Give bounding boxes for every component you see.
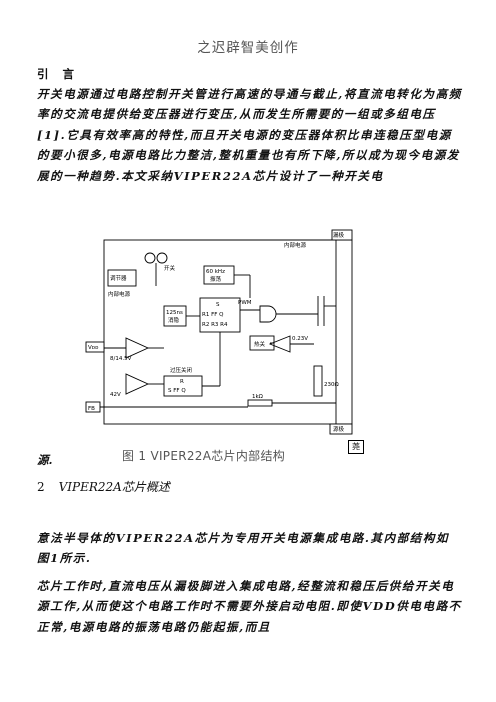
- vdd-pin: [85, 341, 105, 353]
- label-blanking1: 125ns: [166, 310, 183, 316]
- current-source-1: [144, 252, 156, 264]
- resistor-230: [313, 365, 323, 397]
- drain-pin: [331, 229, 353, 241]
- section-number: 2: [37, 480, 45, 494]
- intro-paragraph: 开关电源通过电路控制开关管进行高速的导通与截止,将直流电转化为高频率的交流电提供…: [37, 87, 462, 183]
- figure-caption: 图 1 VIPER22A芯片内部结构: [122, 449, 286, 463]
- label-ff-s: S: [216, 302, 220, 308]
- label-vdd: Vᴅᴅ: [88, 345, 99, 351]
- document-title: 之迟辟智美创作: [197, 40, 299, 56]
- paragraph-continuation: 源.: [37, 453, 53, 467]
- label-fb: FB: [88, 406, 95, 412]
- body-paragraph-2: 芯片工作时,直流电压从漏极脚进入集成电路,经整流和稳压后供给开关电源工作,从而使…: [37, 579, 462, 634]
- label-v2: 42V: [110, 392, 121, 398]
- label-v3: 0.23V: [292, 336, 308, 342]
- section-title: VIPER22A芯片概述: [58, 480, 170, 494]
- label-thermal: 热关: [254, 340, 266, 348]
- resistor-1k: [247, 399, 273, 407]
- label-v1: 8/14.5V: [110, 356, 132, 362]
- label-ff-row2: R2 R3 R4: [202, 322, 228, 328]
- label-drain: 漏极: [333, 231, 345, 239]
- label-regulator: 调节器: [110, 274, 127, 282]
- label-ff2-r: R: [180, 379, 184, 385]
- source-pin: [329, 423, 353, 435]
- block-diagram: 漏极 内部电源 开关 60 kHz 振荡 调节器 内部电源 PWM 125ns …: [85, 229, 353, 435]
- label-ff-row: R1 FF Q: [202, 312, 224, 318]
- current-source-2: [156, 252, 168, 264]
- label-blanking2: 消隐: [168, 316, 180, 324]
- label-overvoltage: 过压关闭: [170, 366, 192, 374]
- label-osc1: 60 kHz: [206, 269, 225, 275]
- label-source: 源极: [333, 425, 345, 433]
- regulator-box: [107, 269, 137, 287]
- label-r2: 1kΩ: [252, 394, 263, 400]
- label-ff2: S FF Q: [168, 388, 186, 394]
- section-2-heading: 2 VIPER22A芯片概述: [37, 478, 170, 495]
- label-osc2: 振荡: [210, 275, 222, 283]
- comparator-1: [125, 337, 150, 359]
- label-internal-supply: 内部电源: [284, 241, 307, 249]
- label-pwm: PWM: [238, 300, 252, 306]
- comparator-2: [125, 373, 150, 395]
- label-switch: 开关: [164, 264, 176, 272]
- and-gate: [259, 305, 277, 323]
- label-r1: 230Ω: [324, 382, 339, 388]
- label-internal-supply-left: 内部电源: [108, 290, 131, 298]
- body-paragraph-1: 意法半导体的VIPER22A芯片为专用开关电源集成电路.其内部结构如图1所示.: [37, 531, 450, 566]
- intro-heading: 引言: [37, 67, 88, 81]
- corner-stamp: 荛: [348, 440, 364, 454]
